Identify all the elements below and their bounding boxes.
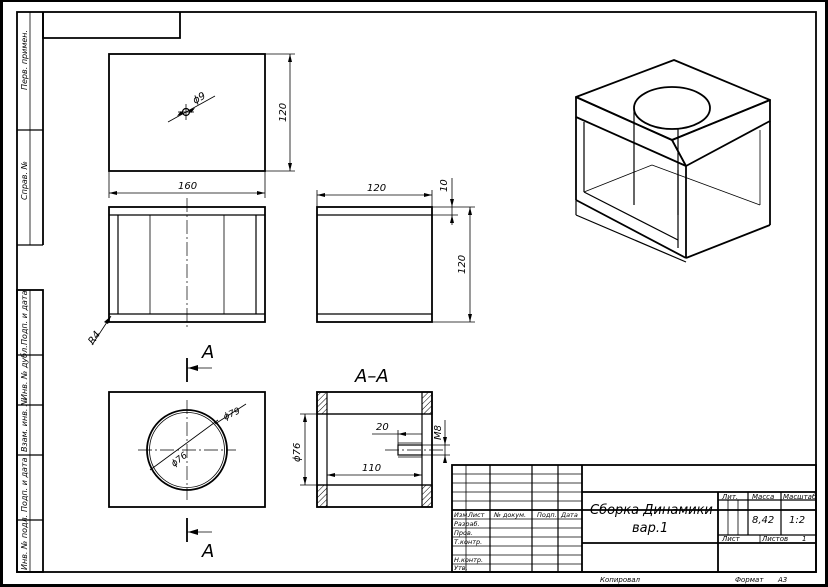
tb-mass-label: Масса	[752, 493, 774, 501]
tb-row-utv: Утв.	[454, 564, 468, 572]
section-label: A–A	[354, 366, 389, 387]
tb-title-line1: Сборка Динамики	[590, 503, 713, 518]
plan-inner-dim-line	[149, 419, 219, 471]
tb-col-data: Дата	[560, 511, 578, 519]
tb-scale-value: 1:2	[789, 515, 805, 526]
dim-section-length: 110	[362, 463, 381, 474]
tb-col-list: Лист	[467, 511, 485, 519]
paper	[3, 2, 825, 584]
tb-sheets-label: Листов	[761, 535, 788, 543]
stamp-perv-primen: Перв. примен.	[20, 30, 29, 90]
footer-format-label: Формат	[735, 576, 764, 584]
tb-col-podp: Подп.	[537, 511, 557, 519]
section-aa: A–A ϕ76 20 M8 110	[292, 366, 450, 508]
dim-side-height: 120	[457, 255, 468, 274]
side-view: 120 10 120	[316, 178, 475, 323]
stamp-inv-podl: Инв. № подл.	[20, 515, 29, 570]
stamp-podp-data-1: Подп. и дата	[20, 290, 29, 345]
isometric-view	[575, 59, 771, 263]
tb-row-nkontr: Н.контр.	[454, 556, 483, 564]
top-view: ϕ9 120 160	[108, 53, 295, 198]
stamp-podp-data-2: Подп. и дата	[20, 457, 29, 512]
footer-format-value: А3	[777, 576, 787, 584]
stamp-inv-dubl: Инв. № дубл.	[20, 345, 29, 400]
tb-sheet-label: Лист	[721, 535, 741, 543]
dim-side-lip: 10	[439, 179, 450, 192]
tb-mass-value: 8,42	[752, 515, 774, 526]
dim-top-width: 160	[178, 181, 197, 192]
tb-row-tkontr: Т.контр.	[454, 538, 482, 546]
tb-lit-label: Лит.	[721, 493, 738, 501]
tb-sheets-value: 1	[802, 535, 806, 543]
stamp-sprav-no: Справ. №	[20, 161, 29, 200]
cut-label-top: A	[201, 342, 214, 363]
tb-col-dokum: № докум.	[493, 511, 526, 519]
dim-section-thread: M8	[433, 425, 444, 440]
section-outline	[316, 391, 433, 508]
plan-view-outline	[108, 391, 266, 508]
dim-section-depth: 20	[376, 422, 389, 433]
tb-row-razrab: Разраб.	[454, 520, 480, 528]
side-stamp-strip: Перв. примен. Справ. № Подп. и дата Инв.…	[16, 12, 44, 573]
tb-scale-label: Масштаб	[783, 493, 817, 501]
dim-section-diam: ϕ76	[292, 443, 303, 462]
footer-copied: Копировал	[600, 576, 641, 584]
cut-label-bottom: A	[201, 541, 214, 562]
top-view-outline	[108, 53, 266, 172]
dim-side-width: 120	[367, 183, 386, 194]
title-block: Изм. Лист № докум. Подп. Дата Разраб. Пр…	[451, 464, 817, 573]
hole-leader	[167, 95, 216, 123]
dim-top-height: 120	[278, 103, 289, 122]
side-view-outline	[316, 206, 433, 323]
stamp-vzam-inv: Взам. инв. №	[20, 398, 29, 452]
tb-col-izm: Изм.	[454, 511, 469, 519]
tb-row-prov: Пров.	[454, 529, 473, 537]
tb-title-line2: вар.1	[632, 521, 668, 536]
